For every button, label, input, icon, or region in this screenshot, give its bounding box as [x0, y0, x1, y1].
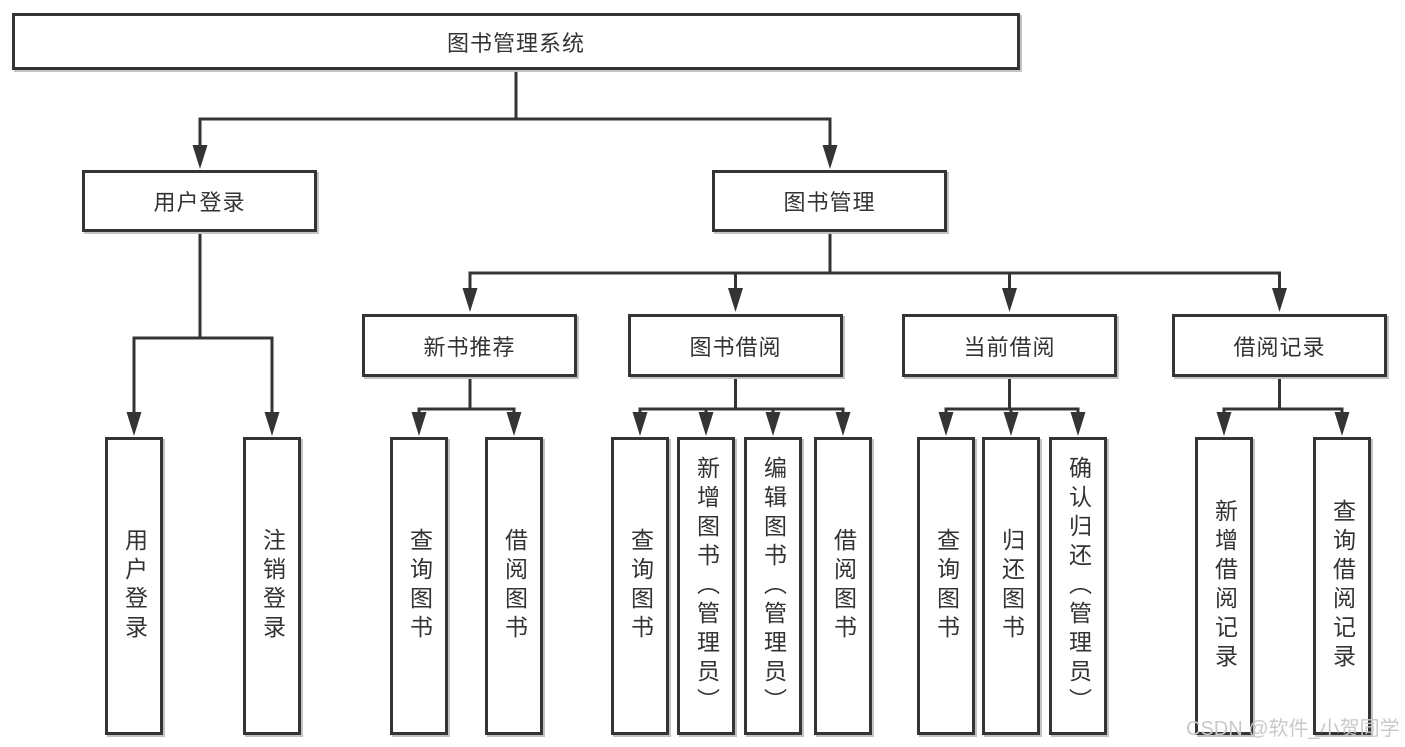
leaf-logout: 注销登录 [243, 437, 301, 735]
node-label: 当前借阅 [963, 334, 1056, 360]
node-label: 新书推荐 [423, 334, 516, 360]
watermark-text: CSDN @软件_小贺同学 [1186, 718, 1400, 740]
arrowhead [506, 412, 522, 436]
arrowhead [462, 288, 478, 312]
connector-records-to-leaves [1216, 377, 1350, 436]
node-borrowing-records: 借阅记录 [1172, 314, 1387, 377]
connector-current-to-leaves [938, 377, 1086, 436]
leaf-borrow-books-borrowing: 借阅图书 [814, 437, 872, 735]
node-book-borrowing: 图书借阅 [628, 314, 843, 377]
node-user-login: 用户登录 [82, 170, 317, 232]
leaf-query-books-current: 查询图书 [917, 437, 975, 735]
arrowhead [411, 412, 427, 436]
node-label: 用户登录 [153, 190, 246, 215]
arrowhead [728, 288, 743, 312]
node-new-book-recommendation: 新书推荐 [362, 314, 577, 377]
node-book-management: 图书管理 [712, 170, 947, 232]
arrowhead [1272, 288, 1287, 312]
arrowhead [938, 412, 954, 436]
arrowhead [1216, 412, 1232, 436]
leaf-label: 编辑图书（管理员） [760, 455, 787, 717]
connector-borrowing-to-leaves [632, 377, 851, 436]
arrowhead [192, 145, 208, 169]
arrowhead [264, 412, 280, 436]
leaf-borrow-books-newbook: 借阅图书 [485, 437, 543, 735]
node-library-management-system: 图书管理系统 [12, 13, 1020, 70]
arrowhead [1070, 412, 1086, 436]
connector-newbook-to-leaves [411, 377, 522, 436]
leaf-label: 查询图书 [933, 528, 960, 644]
node-label: 借阅记录 [1233, 334, 1326, 360]
leaf-label: 确认归还（管理员） [1065, 455, 1092, 717]
connector-bookmgmt-to-level3 [462, 232, 1287, 312]
leaf-label: 查询图书 [406, 528, 433, 644]
leaf-label: 新增借阅记录 [1211, 499, 1238, 673]
leaf-add-borrow-record: 新增借阅记录 [1195, 437, 1253, 735]
arrowhead [765, 412, 781, 436]
leaf-label: 借阅图书 [501, 528, 528, 644]
arrowhead [1003, 412, 1019, 436]
leaf-query-books-borrowing: 查询图书 [611, 437, 669, 735]
leaf-label: 查询借阅记录 [1329, 499, 1356, 673]
leaf-label: 借阅图书 [830, 528, 857, 644]
leaf-label: 注销登录 [259, 528, 286, 644]
leaf-add-book-admin: 新增图书（管理员） [677, 437, 735, 735]
leaf-user-login: 用户登录 [105, 437, 163, 735]
leaf-edit-book-admin: 编辑图书（管理员） [744, 437, 802, 735]
leaf-confirm-return-admin: 确认归还（管理员） [1049, 437, 1107, 735]
node-label: 图书管理系统 [446, 30, 585, 56]
arrowhead [1334, 412, 1350, 436]
leaf-label: 新增图书（管理员） [693, 455, 720, 717]
arrowhead [698, 412, 714, 436]
leaf-return-books: 归还图书 [982, 437, 1040, 735]
arrowhead [126, 412, 142, 436]
arrowhead [632, 412, 648, 436]
arrowhead [822, 145, 838, 169]
arrowhead [1002, 288, 1017, 312]
node-current-borrowing: 当前借阅 [902, 314, 1117, 377]
leaf-label: 查询图书 [627, 528, 654, 644]
node-label: 图书管理 [783, 190, 876, 215]
connector-root-to-level2 [192, 70, 838, 169]
leaf-label: 归还图书 [998, 528, 1025, 644]
arrowhead [835, 412, 851, 436]
leaf-query-borrow-record: 查询借阅记录 [1313, 437, 1371, 735]
connector-userlogin-to-leaves [126, 232, 280, 436]
leaf-query-books-newbook: 查询图书 [390, 437, 448, 735]
leaf-label: 用户登录 [121, 528, 148, 644]
node-label: 图书借阅 [689, 334, 782, 360]
